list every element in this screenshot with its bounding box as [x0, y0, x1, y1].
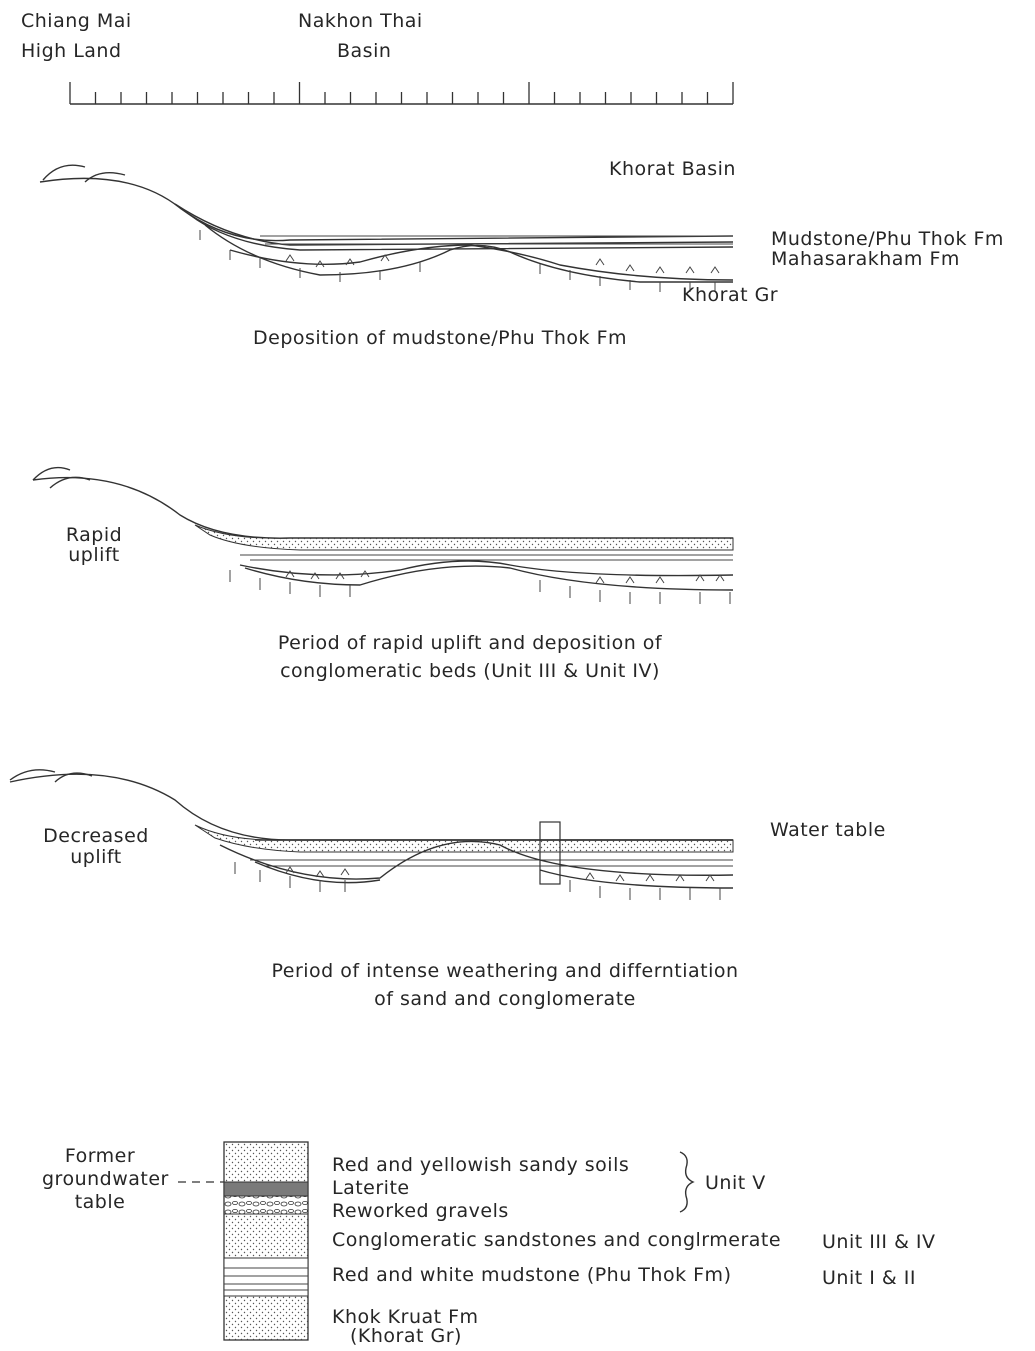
- label-uplift: uplift: [64, 544, 124, 566]
- evaporite-caret: [341, 869, 349, 875]
- col-sandy-soils: [224, 1142, 308, 1182]
- label-nakhon-thai: Nakhon Thai: [298, 10, 423, 32]
- label-basin: Basin: [337, 40, 391, 62]
- evaporite-caret: [596, 577, 604, 583]
- label-mudstone-phu-thok: Mudstone/Phu Thok Fm: [771, 228, 1004, 250]
- evaporite-caret: [676, 875, 684, 881]
- panel1-slope: [40, 178, 733, 240]
- label-mahasarakham: Mahasarakham Fm: [771, 248, 960, 270]
- layer-label-laterite: Laterite: [332, 1177, 410, 1199]
- panel3-caption-line2: of sand and conglomerate: [225, 988, 785, 1010]
- scale-bar: [70, 82, 733, 104]
- col-laterite: [224, 1182, 308, 1196]
- evaporite-caret: [656, 267, 664, 273]
- evaporite-caret: [711, 267, 719, 273]
- evaporite-caret: [336, 573, 344, 579]
- col-conglomeratic-sandstone: [224, 1214, 308, 1258]
- panel1-cross-section: [40, 165, 733, 292]
- col-gravels: [224, 1196, 308, 1214]
- label-water-table: Water table: [770, 819, 886, 841]
- layer-label-mudstone: Red and white mudstone (Phu Thok Fm): [332, 1264, 731, 1286]
- label-khorat-gr: Khorat Gr: [682, 284, 778, 306]
- evaporite-caret: [596, 259, 604, 265]
- panel2-cross-section: [33, 468, 733, 604]
- panel1-caption: Deposition of mudstone/Phu Thok Fm: [253, 327, 627, 349]
- unit-v-brace: [680, 1152, 693, 1212]
- panel2-caption-line1: Period of rapid uplift and deposition of: [200, 632, 740, 654]
- layer-label-conglomeratic: Conglomeratic sandstones and conglrmerat…: [332, 1229, 781, 1251]
- panel2-slope: [33, 478, 733, 539]
- evaporite-caret: [286, 255, 294, 261]
- col-khok-kruat: [224, 1296, 308, 1340]
- layer-label-gravels: Reworked gravels: [332, 1200, 509, 1222]
- label-uplift-3: uplift: [40, 846, 152, 868]
- evaporite-caret: [586, 873, 594, 879]
- unit-i-ii-label: Unit I & II: [822, 1267, 916, 1289]
- evaporite-caret: [626, 577, 634, 583]
- evaporite-caret: [626, 265, 634, 271]
- label-table: table: [40, 1191, 160, 1213]
- label-high-land: High Land: [21, 40, 122, 62]
- layer-label-sandy-soils: Red and yellowish sandy soils: [332, 1154, 629, 1176]
- label-decreased: Decreased: [40, 825, 152, 847]
- panel3-sand: [195, 825, 733, 852]
- label-rapid: Rapid: [64, 524, 124, 546]
- evaporite-caret: [346, 259, 354, 265]
- unit-v-label: Unit V: [705, 1172, 766, 1194]
- unit-iii-iv-label: Unit III & IV: [822, 1231, 936, 1253]
- label-chiang-mai: Chiang Mai: [21, 10, 132, 32]
- panel3-caption-line1: Period of intense weathering and differn…: [225, 960, 785, 982]
- layer-label-khorat-gr: (Khorat Gr): [350, 1325, 462, 1347]
- evaporite-caret: [616, 875, 624, 881]
- label-groundwater: groundwater: [42, 1168, 169, 1190]
- evaporite-caret: [646, 875, 654, 881]
- evaporite-caret: [656, 577, 664, 583]
- panel2-caption-line2: conglomeratic beds (Unit III & Unit IV): [200, 660, 740, 682]
- evaporite-caret: [686, 267, 694, 273]
- label-former: Former: [40, 1145, 160, 1167]
- label-khorat-basin: Khorat Basin: [609, 158, 736, 180]
